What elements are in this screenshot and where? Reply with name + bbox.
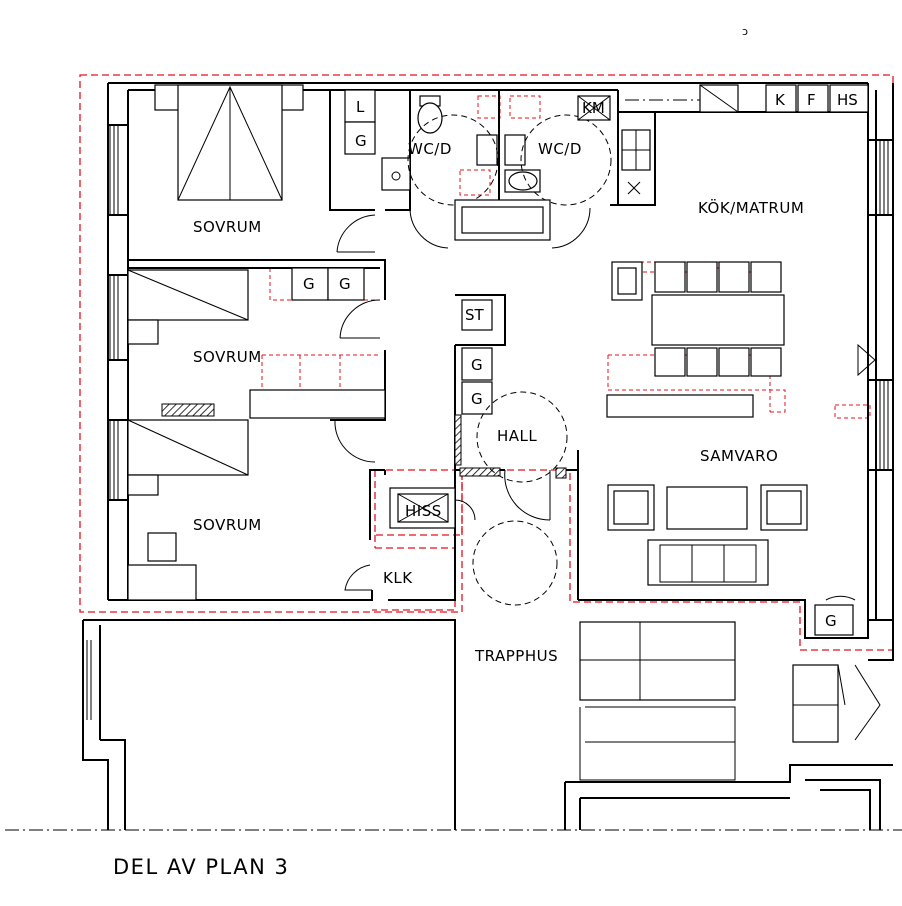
fixture-l: L xyxy=(356,98,365,116)
fixture-g-wc: G xyxy=(355,132,367,150)
fixture-g-hall-2: G xyxy=(471,390,483,408)
fixture-g-corner: G xyxy=(825,612,837,630)
wardrobes-bedroom: G G xyxy=(291,267,365,301)
fixture-st: ST xyxy=(465,306,485,324)
fixture-g-hall-1: G xyxy=(471,356,483,374)
plan-title: DEL AV PLAN 3 xyxy=(113,855,289,879)
room-label-sovrum-1: SOVRUM xyxy=(193,218,262,236)
room-label-sovrum-2: SOVRUM xyxy=(193,348,262,366)
elevator: HISS xyxy=(389,487,476,529)
room-label-kok: KÖK/MATRUM xyxy=(698,198,804,217)
outer-walls xyxy=(82,82,894,830)
fixture-km: KM xyxy=(582,99,605,117)
bathrooms: L G KM WC/D WC/D xyxy=(344,89,612,241)
room-label-hall: HALL xyxy=(497,427,537,445)
closet: KLK xyxy=(383,569,413,587)
stairwell: TRAPPHUS xyxy=(472,520,846,781)
fixture-g-wardrobe-2: G xyxy=(339,275,351,293)
room-label-hiss: HISS xyxy=(405,502,442,520)
bedroom-2: SOVRUM xyxy=(127,269,386,419)
fixture-g-wardrobe-1: G xyxy=(303,275,315,293)
hall: ST G G HALL xyxy=(461,299,568,483)
bedroom-3: SOVRUM xyxy=(127,419,262,601)
living-room: SAMVARO G xyxy=(607,447,854,636)
room-label-trapphus: TRAPPHUS xyxy=(474,647,558,665)
room-label-wc-1: WC/D xyxy=(408,140,452,158)
fixture-hs: HS xyxy=(837,91,858,109)
corner-mark: ɔ xyxy=(742,25,748,38)
room-label-samvaro: SAMVARO xyxy=(700,447,778,465)
door-swings xyxy=(334,207,881,741)
room-label-sovrum-3: SOVRUM xyxy=(193,516,262,534)
bedroom-1: SOVRUM xyxy=(154,84,304,236)
fixture-f: F xyxy=(807,91,816,109)
fixture-k: K xyxy=(775,91,786,109)
room-label-klk: KLK xyxy=(383,569,413,587)
room-label-wc-2: WC/D xyxy=(538,140,582,158)
kitchen: K F HS KÖK/MATRUM xyxy=(606,84,869,418)
